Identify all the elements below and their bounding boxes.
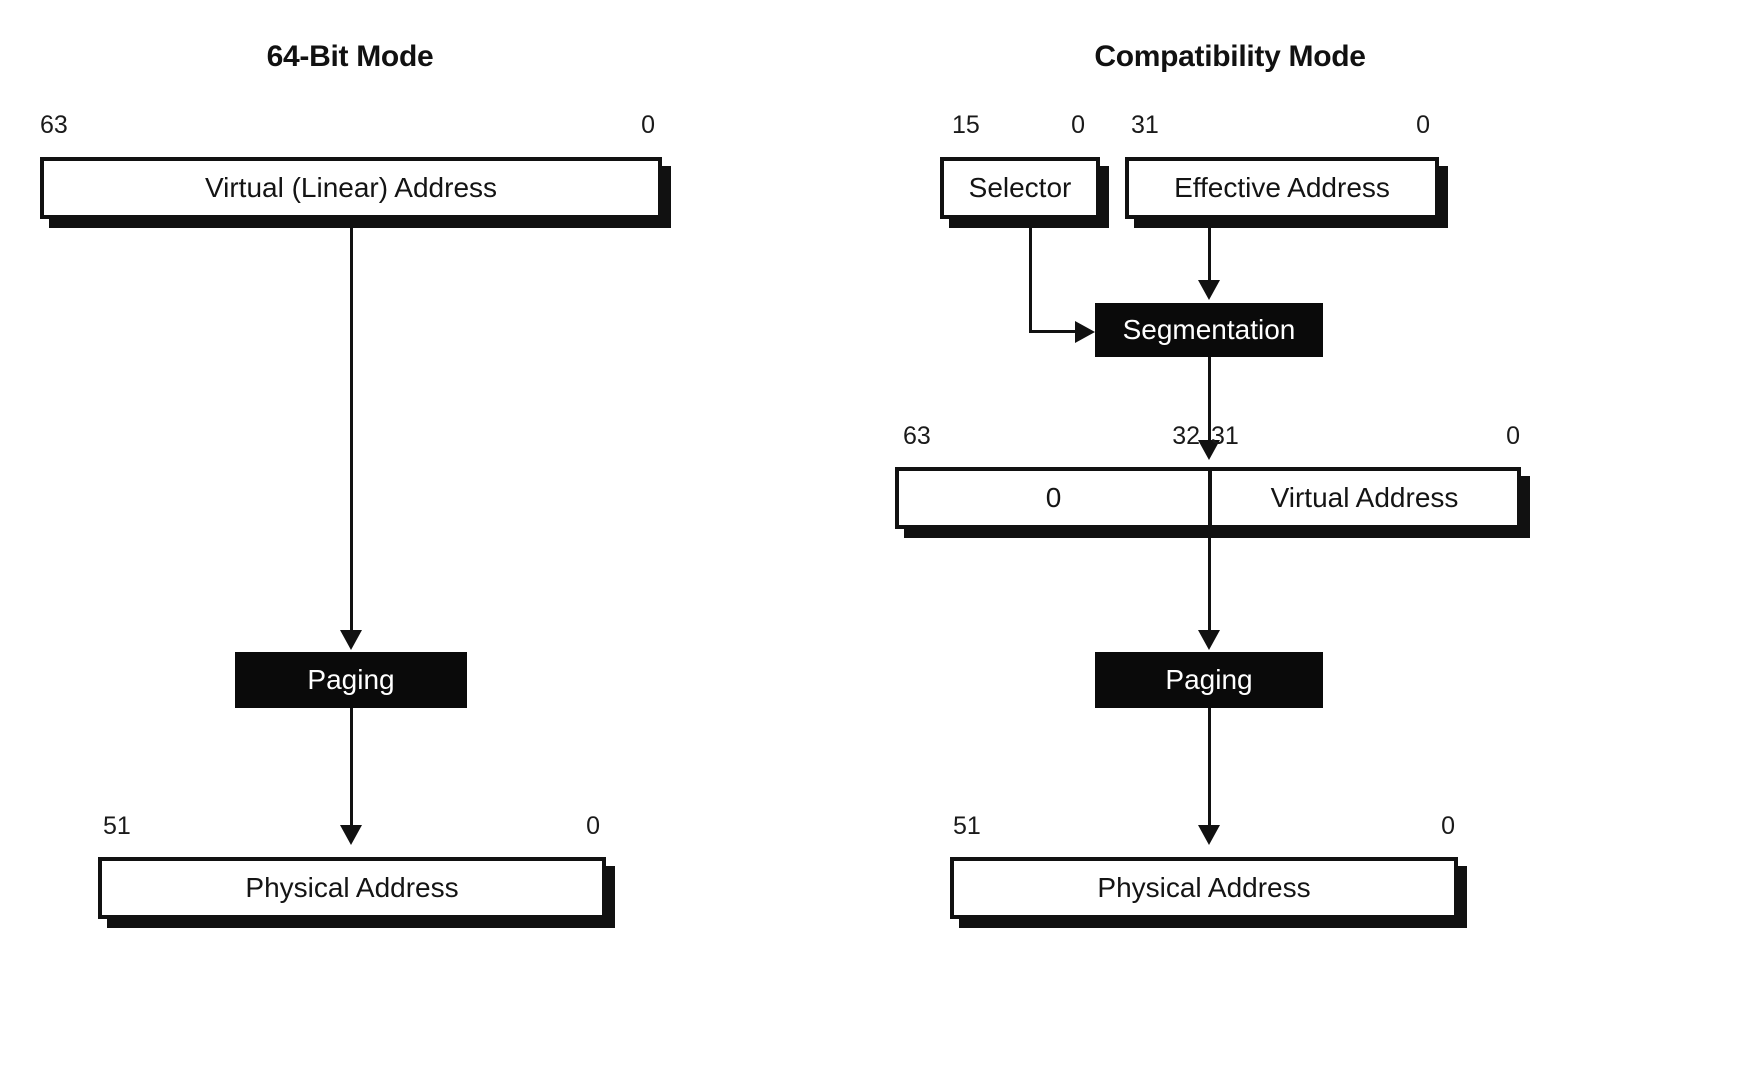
arrowhead-segmentation-to-virtual — [1198, 440, 1220, 460]
bit-label-selector-low: 0 — [1071, 111, 1085, 139]
physical-address-box-64bit: Physical Address — [98, 857, 606, 919]
connector-selector-down — [1029, 228, 1032, 333]
virtual-address-value-label: Virtual Address — [1270, 482, 1459, 513]
paging-box-compat: Paging — [1095, 652, 1323, 708]
bit-label-virtual-address-high: 63 — [40, 111, 68, 139]
arrowhead-paging-to-physical — [340, 825, 362, 845]
virtual-linear-address-box: Virtual (Linear) Address — [40, 157, 662, 219]
virtual-address-split-box: 0 Virtual Address — [895, 467, 1521, 529]
selector-label: Selector — [968, 172, 1072, 203]
column-title-compatibility: Compatibility Mode — [1094, 40, 1366, 73]
connector-selector-right — [1029, 330, 1077, 333]
connector-effective-to-segmentation — [1208, 228, 1211, 286]
arrowhead-paging-to-physical-compat — [1198, 825, 1220, 845]
bit-label-physical-address-low-right: 0 — [1441, 812, 1455, 840]
paging-box-64bit: Paging — [235, 652, 467, 708]
bit-label-selector-high: 15 — [952, 111, 980, 139]
paging-label-compat: Paging — [1165, 664, 1253, 695]
bit-label-physical-address-low-left: 0 — [586, 812, 600, 840]
effective-address-box: Effective Address — [1125, 157, 1439, 219]
connector-virtual-to-paging-compat — [1208, 538, 1211, 638]
effective-address-label: Effective Address — [1174, 172, 1390, 203]
segmentation-box: Segmentation — [1095, 303, 1323, 357]
bit-label-physical-address-high-left: 51 — [103, 812, 131, 840]
bit-label-effective-address-high: 31 — [1131, 111, 1159, 139]
arrowhead-virtual-to-paging — [340, 630, 362, 650]
selector-box: Selector — [940, 157, 1100, 219]
bit-label-virtual-split-mid-high: 32 — [1172, 422, 1200, 450]
segmentation-label: Segmentation — [1122, 314, 1296, 345]
connector-virtual-to-paging — [350, 228, 353, 638]
virtual-address-zero-cell: 0 — [899, 471, 1208, 525]
arrowhead-effective-to-segmentation — [1198, 280, 1220, 300]
bit-label-virtual-split-mid-low: 31 — [1211, 422, 1239, 450]
bit-label-virtual-split-high: 63 — [903, 422, 931, 450]
virtual-linear-address-label: Virtual (Linear) Address — [204, 172, 498, 203]
bit-label-physical-address-high-right: 51 — [953, 812, 981, 840]
physical-address-label-64bit: Physical Address — [245, 872, 459, 903]
virtual-address-value-cell: Virtual Address — [1207, 471, 1517, 525]
physical-address-box-compat: Physical Address — [950, 857, 1458, 919]
arrowhead-virtual-to-paging-compat — [1198, 630, 1220, 650]
physical-address-label-compat: Physical Address — [1097, 872, 1311, 903]
paging-label-64bit: Paging — [307, 664, 395, 695]
column-title-64bit: 64-Bit Mode — [266, 40, 434, 73]
virtual-address-zero-label: 0 — [1045, 482, 1062, 513]
arrowhead-selector-to-segmentation — [1075, 321, 1095, 343]
bit-label-virtual-address-low: 0 — [641, 111, 655, 139]
connector-paging-to-physical — [350, 708, 353, 830]
bit-label-effective-address-low: 0 — [1416, 111, 1430, 139]
connector-paging-to-physical-compat — [1208, 708, 1211, 830]
connector-segmentation-to-virtual — [1208, 357, 1211, 445]
bit-label-virtual-split-low: 0 — [1506, 422, 1520, 450]
